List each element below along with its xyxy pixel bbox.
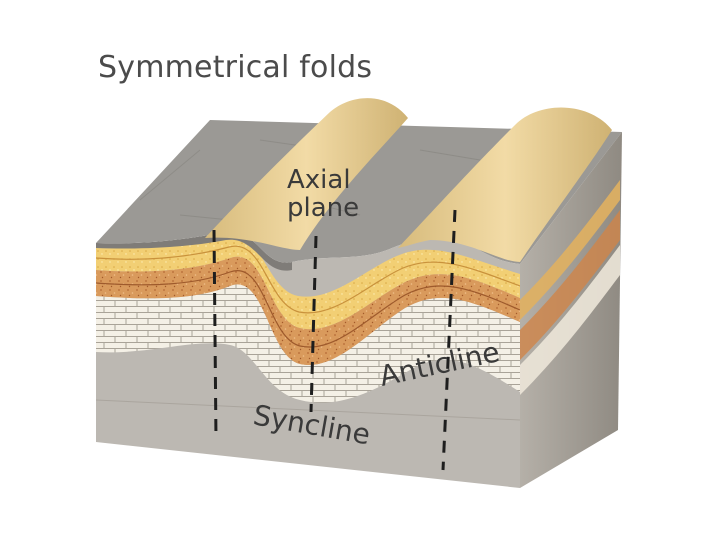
axial-plane-label-line2: plane	[287, 193, 359, 223]
axial-plane-label-line1: Axial	[287, 165, 351, 195]
